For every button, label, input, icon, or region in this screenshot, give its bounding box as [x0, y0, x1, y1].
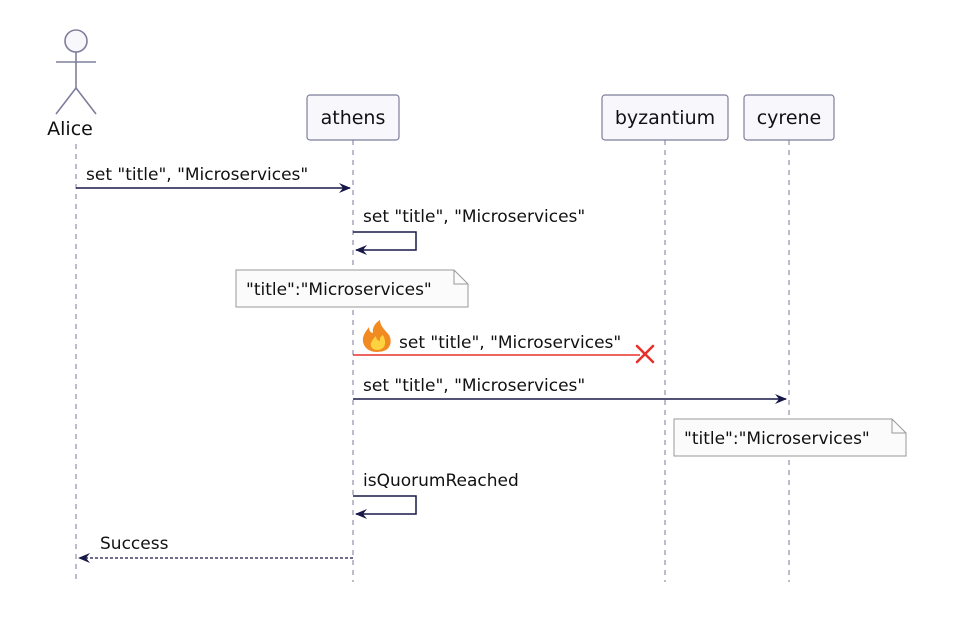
- message-label: isQuorumReached: [363, 471, 519, 491]
- message-label: set "title", "Microservices": [86, 165, 308, 185]
- actor-name: Alice: [47, 118, 93, 140]
- destroy-x-icon: [635, 344, 655, 364]
- message-success-return: Success: [78, 534, 353, 563]
- participant-athens: athens: [306, 94, 400, 141]
- message-set-title-athens-to-cyrene: set "title", "Microservices": [353, 376, 787, 404]
- actor-alice: Alice: [47, 29, 97, 140]
- message-set-title-athens-self: set "title", "Microservices": [353, 207, 585, 255]
- note-text: "title":"Microservices": [246, 280, 432, 300]
- fire-icon: [362, 320, 391, 352]
- message-is-quorum-reached: isQuorumReached: [353, 471, 519, 519]
- participant-name: athens: [321, 107, 386, 129]
- participant-byzantium: byzantium: [601, 94, 729, 141]
- message-set-title-athens-to-byzantium-failed: set "title", "Microservices": [353, 320, 655, 364]
- message-label: set "title", "Microservices": [363, 376, 585, 396]
- participant-cyrene: cyrene: [743, 94, 835, 141]
- message-label: set "title", "Microservices": [399, 333, 621, 353]
- note-text: "title":"Microservices": [684, 429, 870, 449]
- message-set-title-alice-to-athens: set "title", "Microservices": [76, 165, 351, 193]
- participant-name: cyrene: [757, 107, 822, 129]
- note-title-athens: "title":"Microservices": [235, 269, 469, 308]
- message-label: set "title", "Microservices": [363, 207, 585, 227]
- participant-name: byzantium: [615, 107, 715, 129]
- actor-icon: [55, 29, 97, 115]
- message-label: Success: [100, 534, 169, 554]
- note-title-cyrene: "title":"Microservices": [673, 418, 907, 457]
